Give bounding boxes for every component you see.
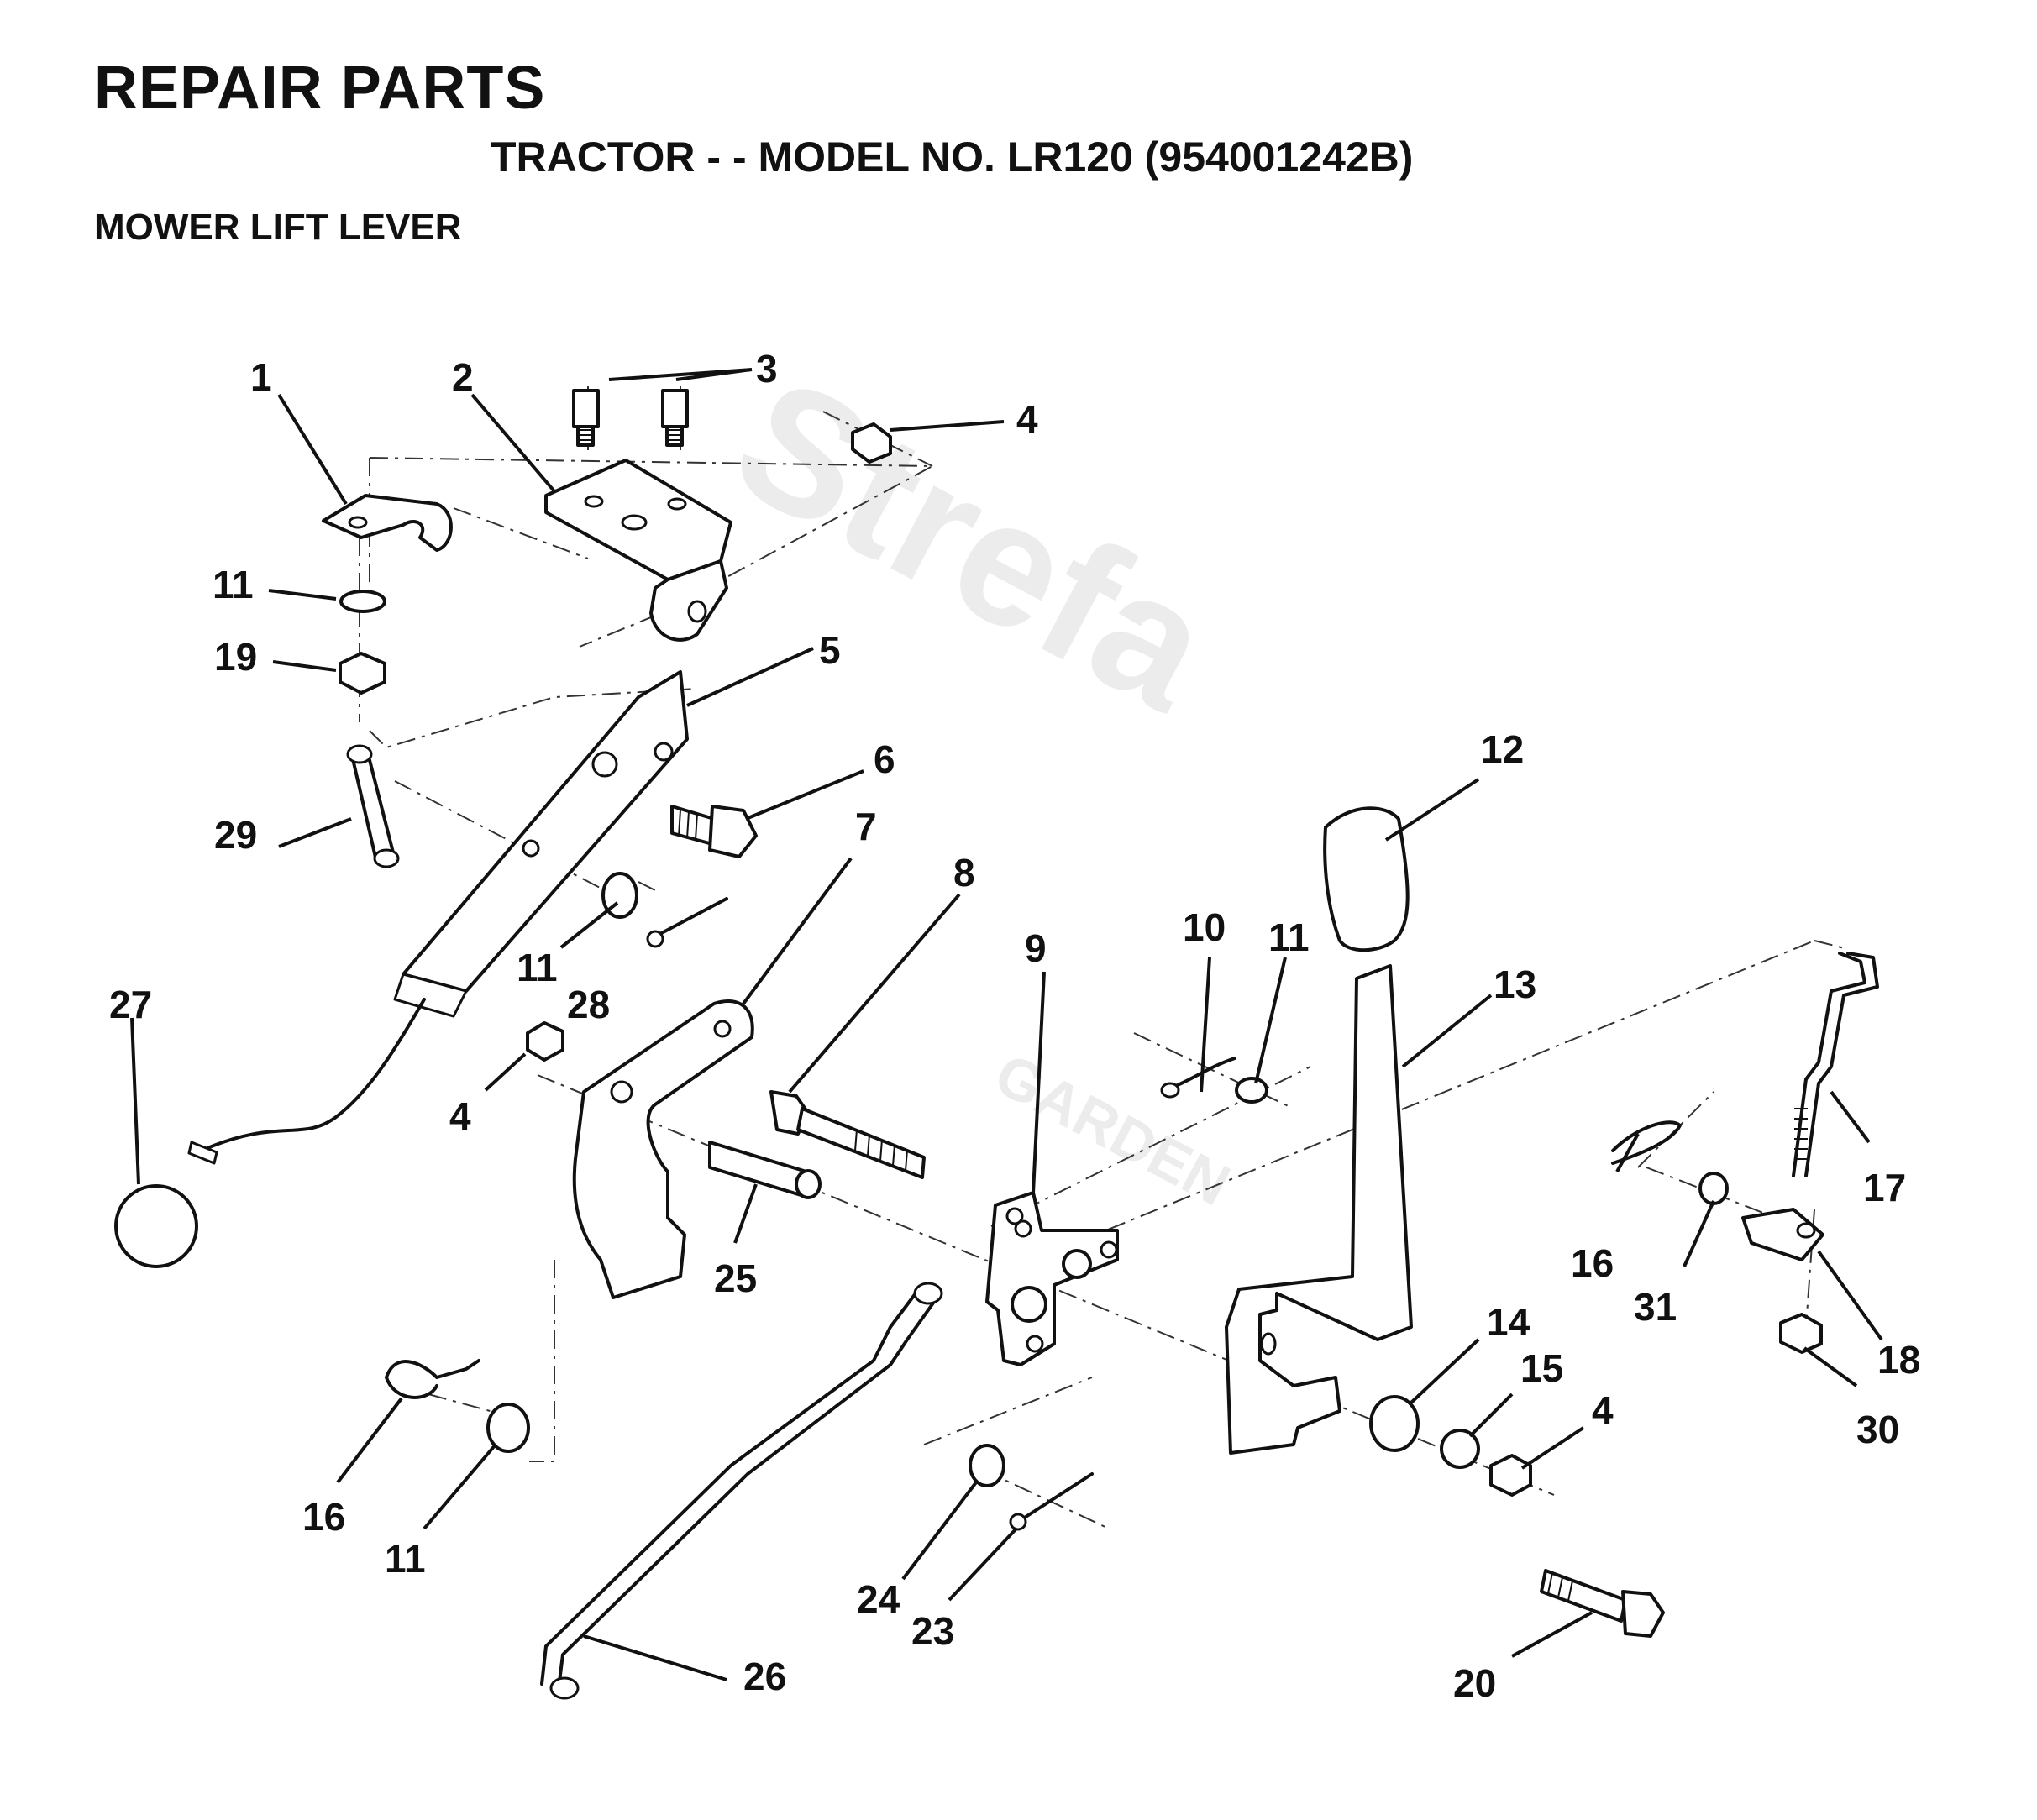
callout-13: 13 — [1494, 962, 1536, 1006]
callout-16-left: 16 — [302, 1495, 345, 1539]
part-31-washer — [1698, 1172, 1729, 1205]
part-13-lever — [1225, 964, 1413, 1455]
part-9-plate — [985, 1191, 1119, 1366]
callout-29: 29 — [214, 813, 257, 857]
part-28-pin — [646, 897, 728, 948]
callout-20: 20 — [1453, 1661, 1496, 1705]
part-24-washer — [969, 1444, 1005, 1487]
callout-14: 14 — [1487, 1300, 1530, 1344]
callout-28: 28 — [567, 983, 610, 1026]
part-27-knob — [114, 1184, 198, 1268]
part-30-nut — [1779, 1313, 1823, 1354]
part-4-nut-mid — [526, 1021, 564, 1062]
part-15-washer — [1440, 1429, 1480, 1469]
callout-26: 26 — [743, 1655, 786, 1698]
callouts: 1 2 3 4 4 4 5 6 7 8 9 10 11 11 11 11 12 … — [109, 347, 1920, 1705]
part-26-lift-rod — [540, 1282, 943, 1700]
part-23-pin — [1009, 1472, 1094, 1531]
part-11-washer-top — [339, 590, 386, 613]
callout-6: 6 — [874, 737, 895, 781]
section-heading: MOWER LIFT LEVER — [94, 207, 462, 248]
callout-7: 7 — [855, 805, 877, 848]
part-17-rod — [1792, 952, 1879, 1177]
part-25-spacer — [708, 1141, 822, 1199]
part-1-clamp — [322, 494, 453, 552]
callout-25: 25 — [714, 1256, 757, 1300]
part-8-bolt — [769, 1090, 926, 1179]
part-2-bracket — [544, 459, 732, 642]
callout-11-mid: 11 — [517, 946, 558, 989]
part-14-bushing — [1369, 1395, 1420, 1452]
callout-18: 18 — [1877, 1338, 1920, 1382]
part-12-grip — [1323, 806, 1410, 952]
part-5-lift-arm — [187, 670, 689, 1165]
callout-8: 8 — [953, 851, 975, 894]
callout-4-mid: 4 — [449, 1094, 471, 1138]
page-title: REPAIR PARTS — [94, 55, 546, 122]
callout-24: 24 — [857, 1577, 900, 1621]
callout-31: 31 — [1634, 1285, 1677, 1329]
callout-9: 9 — [1025, 926, 1047, 970]
callout-5: 5 — [819, 628, 841, 672]
part-3-bolts — [572, 389, 689, 447]
part-16-hairpins — [385, 1120, 1682, 1399]
callout-11-top: 11 — [213, 563, 254, 606]
watermark: Strefa GARDEN — [706, 338, 1242, 1218]
model-number-heading: TRACTOR - - MODEL NO. LR120 (954001242B) — [491, 134, 1414, 181]
callout-1: 1 — [250, 355, 272, 399]
callout-4-top: 4 — [1016, 397, 1038, 441]
callout-10: 10 — [1183, 905, 1226, 949]
callout-3: 3 — [756, 347, 778, 391]
callout-2: 2 — [452, 355, 474, 399]
part-19-nut — [339, 652, 386, 695]
callout-12: 12 — [1481, 727, 1524, 771]
part-20-bolt — [1540, 1569, 1665, 1638]
part-11-washer-right — [1235, 1077, 1268, 1104]
part-4-nut-top — [851, 422, 892, 464]
callout-27: 27 — [109, 983, 152, 1026]
part-6-bolt — [670, 805, 758, 858]
callout-4-lower: 4 — [1592, 1388, 1614, 1432]
part-18-swivel — [1741, 1208, 1824, 1261]
part-29-link — [346, 744, 400, 868]
part-11-washer-lower — [486, 1403, 530, 1453]
callout-23: 23 — [911, 1609, 954, 1653]
leader-lines — [130, 368, 1883, 1681]
callout-17: 17 — [1863, 1166, 1906, 1209]
watermark-brand: Strefa — [706, 338, 1242, 748]
callout-16-right: 16 — [1571, 1241, 1614, 1285]
callout-11-right: 11 — [1268, 915, 1310, 959]
callout-15: 15 — [1520, 1346, 1563, 1390]
hardware-nuts-washers — [339, 422, 1823, 1497]
callout-11-lower: 11 — [385, 1537, 426, 1581]
callout-19: 19 — [214, 635, 257, 679]
callout-30: 30 — [1856, 1408, 1899, 1451]
part-7-bracket — [572, 999, 754, 1299]
part-4-nut-lower — [1489, 1454, 1532, 1497]
